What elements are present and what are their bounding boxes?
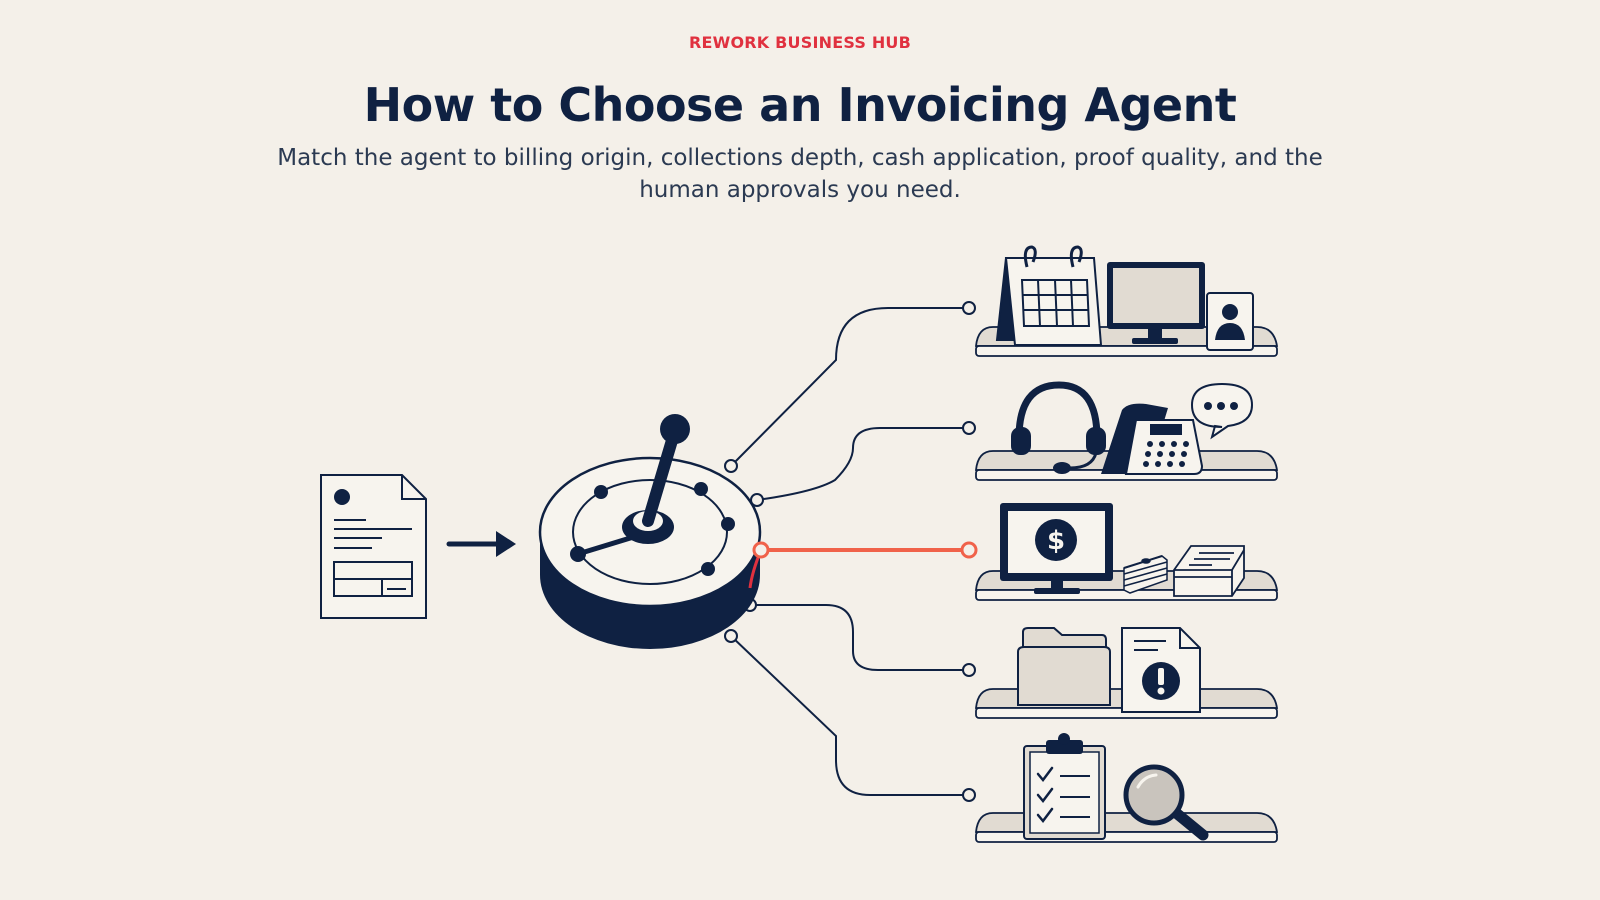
shelf-5	[974, 812, 1279, 833]
route-line-1	[730, 307, 969, 467]
paper-stack-icon	[1173, 545, 1245, 597]
invoice-document-icon	[320, 474, 427, 619]
route-line-3-highlighted	[748, 541, 978, 589]
route-line-2	[756, 427, 969, 501]
desk-phone-icon	[1101, 403, 1204, 475]
svg-text:$: $	[1047, 526, 1065, 556]
magnifier-icon	[1123, 764, 1209, 841]
page-title: How to Choose an Invoicing Agent	[363, 78, 1237, 132]
payment-monitor-icon: $	[1000, 503, 1113, 594]
headset-icon	[1011, 381, 1106, 474]
folder-icon	[1017, 627, 1111, 706]
calendar-icon	[995, 245, 1103, 346]
checklist-clipboard-icon	[1023, 733, 1106, 840]
cash-stack-icon	[1123, 555, 1168, 594]
alert-document-icon	[1121, 627, 1201, 713]
flow-arrow-icon	[446, 531, 516, 557]
contact-card-icon	[1206, 292, 1254, 351]
monitor-icon	[1107, 262, 1205, 344]
routing-dial	[538, 414, 762, 649]
brand-eyebrow: REWORK BUSINESS HUB	[688, 33, 912, 52]
route-line-5	[730, 635, 969, 796]
page-subtitle: Match the agent to billing origin, colle…	[277, 145, 1323, 203]
speech-bubble-icon	[1190, 382, 1254, 440]
route-line-4	[750, 604, 969, 671]
